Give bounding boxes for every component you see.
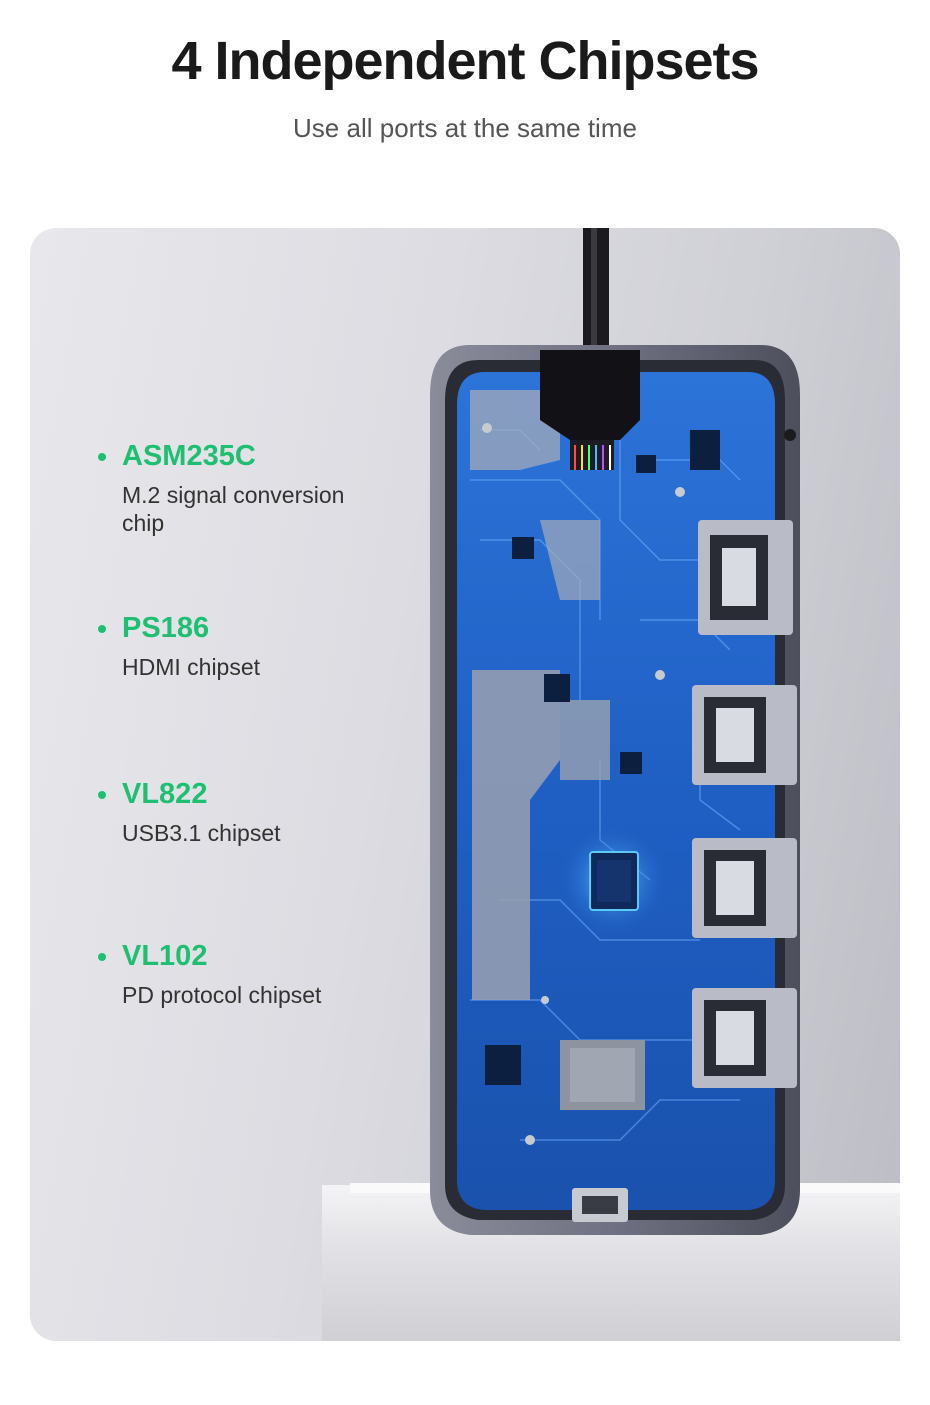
- port-usb-2: [692, 838, 797, 938]
- chipset-name: VL822: [96, 778, 416, 811]
- chipset-item: VL102 PD protocol chipset: [96, 940, 416, 1009]
- chipset-description: M.2 signal conversion chip: [122, 482, 345, 536]
- chipset-item: PS186 HDMI chipset: [96, 612, 416, 681]
- port-hdmi: [698, 520, 793, 635]
- port-usb-3: [692, 988, 797, 1088]
- chipset-description: HDMI chipset: [122, 654, 261, 680]
- port-usb-1: [692, 685, 797, 785]
- chipset-name: ASM235C: [96, 440, 416, 473]
- chipset-description: PD protocol chipset: [122, 982, 322, 1008]
- page-title: 4 Independent Chipsets: [171, 31, 759, 91]
- chipset-description: USB3.1 chipset: [122, 820, 281, 846]
- page-subtitle: Use all ports at the same time: [293, 113, 637, 143]
- chipset-name: VL102: [96, 940, 416, 973]
- chipset-item: VL822 USB3.1 chipset: [96, 778, 416, 847]
- chipset-item: ASM235C M.2 signal conversion chip: [96, 440, 416, 537]
- shield-plate: [472, 670, 560, 1000]
- chipset-name: PS186: [96, 612, 416, 645]
